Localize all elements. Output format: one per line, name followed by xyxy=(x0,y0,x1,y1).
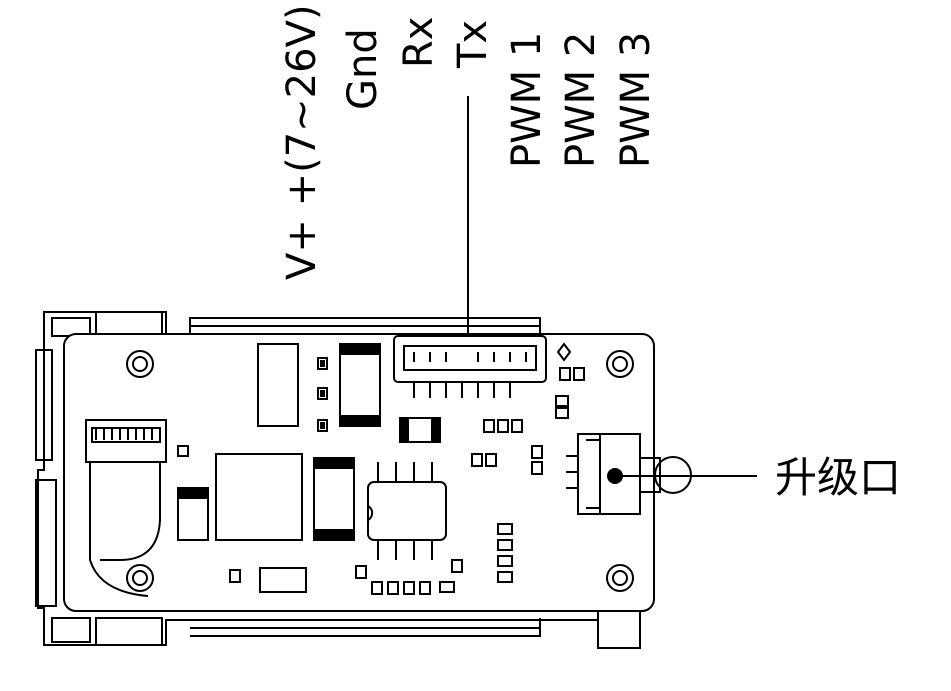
component-pad-large xyxy=(257,343,299,427)
housing-top-rail xyxy=(190,325,540,335)
bottom-resistor xyxy=(259,567,307,593)
housing-bottom-tab xyxy=(51,617,91,643)
housing-left-clip xyxy=(35,349,53,461)
pin-label-gnd: Gnd xyxy=(340,28,386,110)
housing-right-foot xyxy=(597,609,641,649)
ic-chip xyxy=(367,462,447,560)
pin-label-tx: Tx xyxy=(450,20,496,69)
mounting-hole-tr xyxy=(606,350,634,378)
housing-bottom-tab-2 xyxy=(95,617,163,646)
upgrade-port-label: 升级口 xyxy=(775,453,901,502)
mounting-hole-br xyxy=(606,564,634,592)
smd-pads-column xyxy=(317,357,328,432)
mounting-hole-tl xyxy=(126,350,154,378)
smd-pads-row xyxy=(177,419,543,475)
pin-header-connector xyxy=(393,335,547,398)
diode-middle xyxy=(313,457,355,541)
housing-left-clip-2 xyxy=(35,479,57,607)
ribbon-connector xyxy=(85,419,167,597)
pin-label-rx: Rx xyxy=(396,17,442,68)
housing-bottom-rail xyxy=(190,618,541,637)
pcb-board xyxy=(63,333,655,612)
mounting-holes xyxy=(126,350,634,592)
pin-label-group: V+ +(7~26V) Gnd Rx Tx PWM 1 PWM 2 PWM 3 xyxy=(279,4,659,280)
flex-cable xyxy=(89,462,161,597)
resistor-block xyxy=(399,417,441,443)
smd-pads-bottom xyxy=(229,523,513,595)
pin-label-pwm2: PWM 2 xyxy=(558,32,604,168)
header-side-parts xyxy=(555,342,585,419)
component-pad-left xyxy=(177,487,209,541)
pin-label-pwm3: PWM 3 xyxy=(613,32,659,168)
pin-label-vplus: V+ +(7~26V) xyxy=(279,4,325,280)
diode-top xyxy=(339,343,381,427)
inductor-square xyxy=(215,453,303,541)
mounting-hole-bl xyxy=(126,564,154,592)
pin-label-pwm1: PWM 1 xyxy=(504,32,550,168)
housing-top-tab-2 xyxy=(95,311,163,337)
